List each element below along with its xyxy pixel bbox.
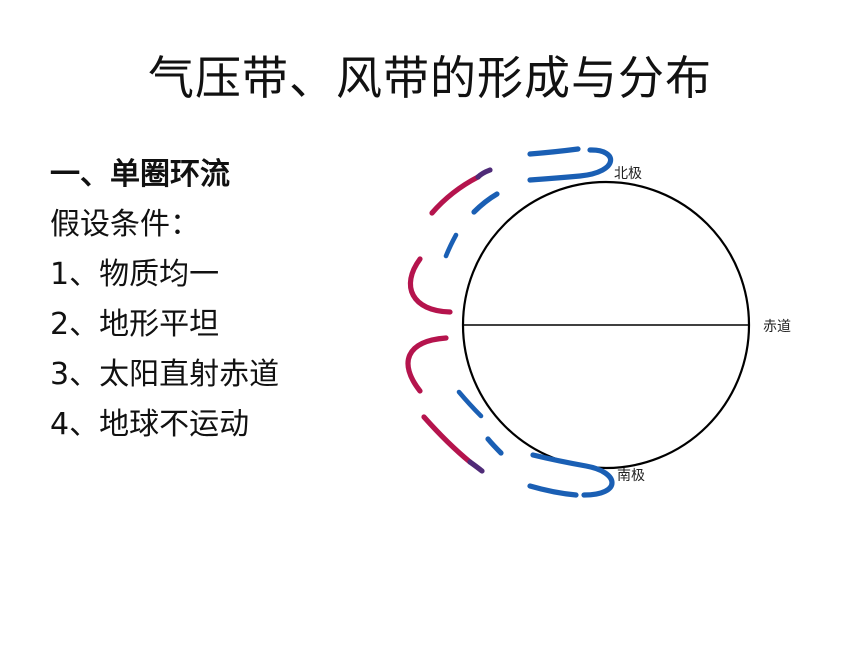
- section-heading: 一、单圈环流: [50, 157, 230, 192]
- north-inner-flow: [443, 232, 459, 259]
- single-cell-circulation-diagram: 北极 赤道 南极: [405, 146, 791, 498]
- assumption-item-4: 4、地球不运动: [50, 407, 250, 442]
- assumption-item-1: 1、物质均一: [50, 257, 220, 292]
- north-upper-loop: [527, 147, 614, 183]
- south-tropical-loop: [405, 335, 449, 394]
- south-high-flow: [485, 436, 504, 456]
- southern-circulation: [405, 335, 615, 498]
- north-high-flow: [471, 191, 500, 215]
- south-outer-warm-flow: [421, 414, 473, 465]
- south-lower-loop: [530, 452, 615, 498]
- equator-label: 赤道: [763, 319, 791, 335]
- south-polar-arrow: [527, 483, 579, 498]
- assumption-item-2: 2、地形平坦: [50, 307, 220, 342]
- south-outer-transition: [467, 459, 485, 474]
- north-pole-label: 北极: [614, 166, 642, 182]
- assumptions-panel: 一、单圈环流 假设条件： 1、物质均一 2、地形平坦 3、太阳直射赤道 4、地球…: [50, 150, 380, 450]
- north-outer-transition: [475, 167, 493, 180]
- south-pole-label: 南极: [617, 468, 645, 484]
- north-outer-warm-flow: [429, 174, 481, 216]
- south-inner-flow: [456, 389, 484, 419]
- northern-circulation: [407, 146, 614, 315]
- north-polar-arrow: [527, 146, 581, 157]
- page-title: 气压带、风带的形成与分布: [148, 51, 712, 105]
- assumption-item-3: 3、太阳直射赤道: [50, 357, 280, 392]
- assumptions-heading: 假设条件：: [50, 207, 200, 242]
- north-tropical-loop: [407, 256, 453, 315]
